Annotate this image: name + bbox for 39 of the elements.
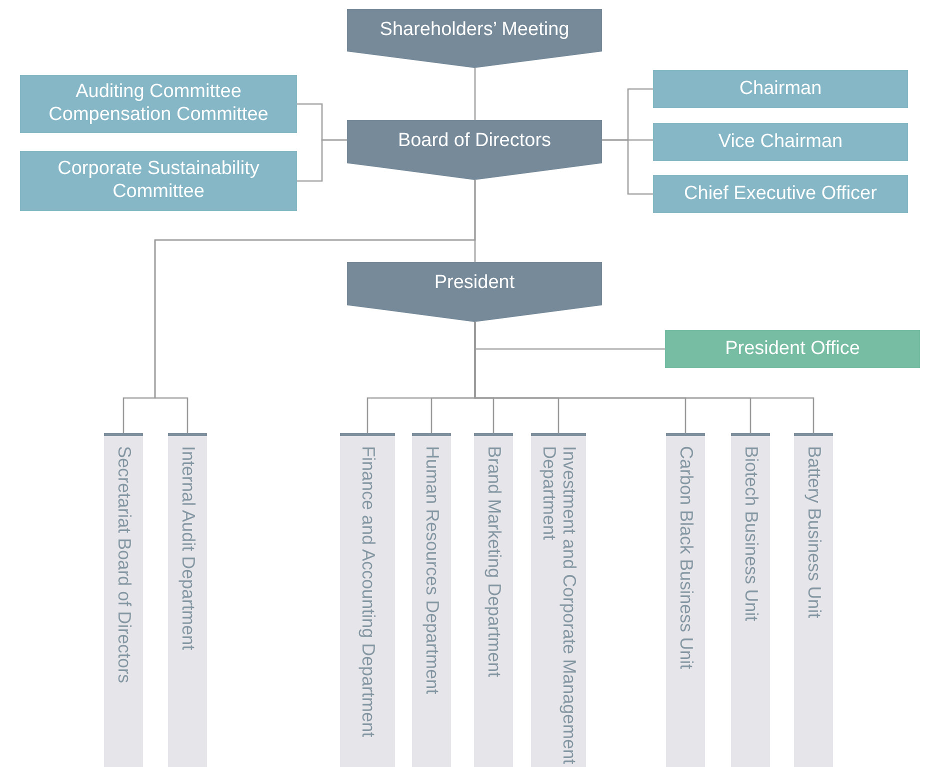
department-column: [412, 433, 451, 767]
node-label: Secretariat Board of Directors: [114, 446, 134, 684]
role-box: [653, 123, 908, 161]
chevron-box: [347, 262, 602, 322]
node-label: President Office: [725, 338, 860, 360]
role-box: [653, 70, 908, 108]
department-column: [104, 433, 143, 767]
department-column: [531, 433, 586, 767]
node-label: Corporate Sustainability Committee: [56, 158, 260, 204]
node-label: Carbon Black Business Unit: [676, 446, 696, 670]
node-label: Battery Business Unit: [804, 446, 824, 618]
node-label: Shareholders’ Meeting: [380, 18, 570, 42]
node-label: Brand Marketing Department: [484, 446, 504, 678]
department-column: [731, 433, 770, 767]
node-label: Investment and Corporate Management Department: [540, 446, 580, 764]
connector-line: [474, 68, 476, 120]
department-column: [340, 433, 395, 767]
chevron-box: [347, 9, 602, 68]
role-box: [20, 151, 297, 211]
node-label: Human Resources Department: [422, 446, 442, 694]
chevron-box: [347, 120, 602, 180]
role-box: [665, 330, 920, 368]
node-label: President: [434, 271, 515, 295]
department-column: [794, 433, 833, 767]
department-column: [474, 433, 513, 767]
role-box: [20, 75, 297, 133]
department-column: [666, 433, 705, 767]
node-label: Finance and Accounting Department: [358, 446, 378, 738]
node-label: Chief Executive Officer: [684, 182, 877, 206]
connector-line: [602, 139, 653, 195]
node-label: Internal Audit Department: [178, 446, 198, 650]
node-label: Auditing Committee Compensation Committee: [48, 81, 270, 127]
role-box: [653, 175, 908, 213]
node-label: Vice Chairman: [718, 130, 843, 154]
node-label: Chairman: [739, 78, 822, 100]
department-column: [168, 433, 207, 767]
node-label: Board of Directors: [398, 129, 552, 153]
node-label: Biotech Business Unit: [741, 446, 762, 622]
connector-line: [297, 139, 347, 182]
